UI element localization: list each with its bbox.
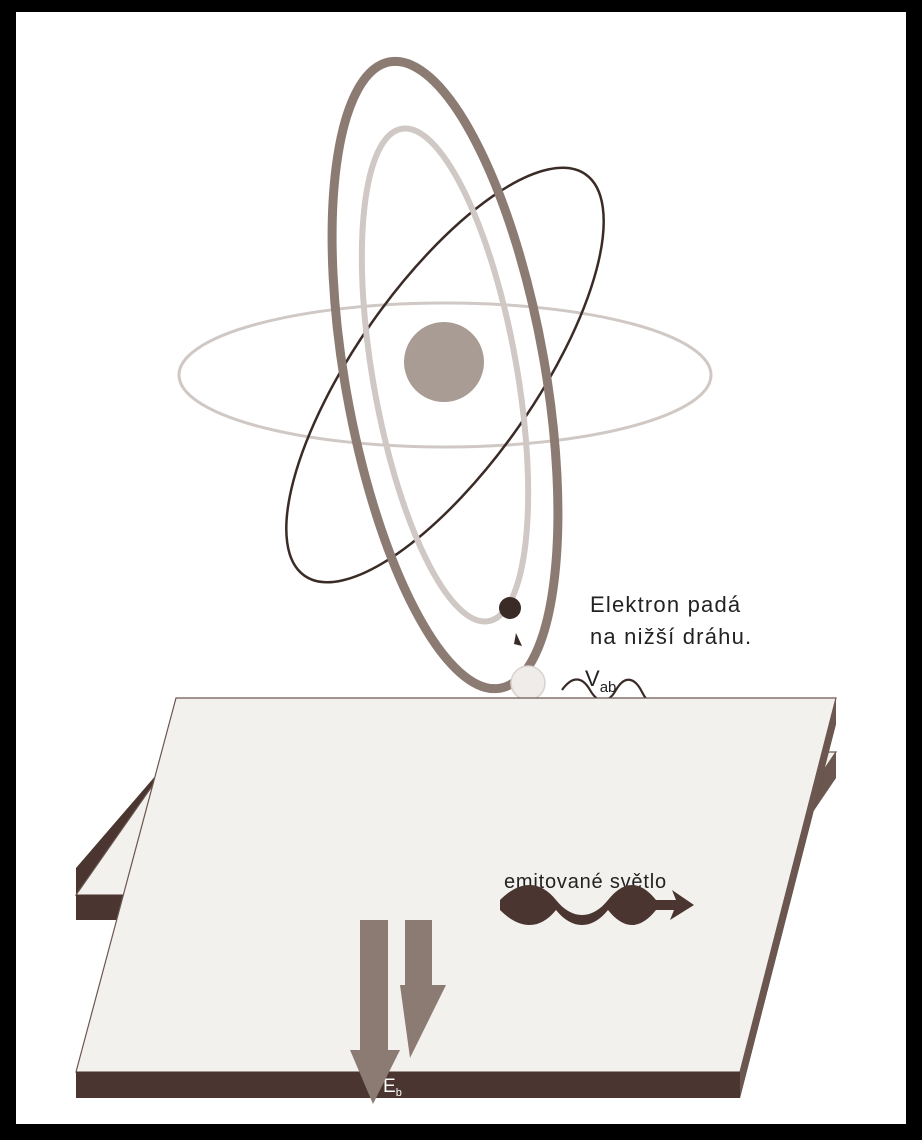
- electron-vacancy: [511, 666, 545, 700]
- electron-caption-line1: Elektron padá: [590, 592, 741, 617]
- lower-plate-body: [76, 698, 836, 1098]
- lower-plate-edge: [76, 1072, 740, 1098]
- electron-caption-line2: na nižší dráhu.: [590, 624, 752, 649]
- nucleus: [404, 322, 484, 402]
- electron: [499, 597, 521, 619]
